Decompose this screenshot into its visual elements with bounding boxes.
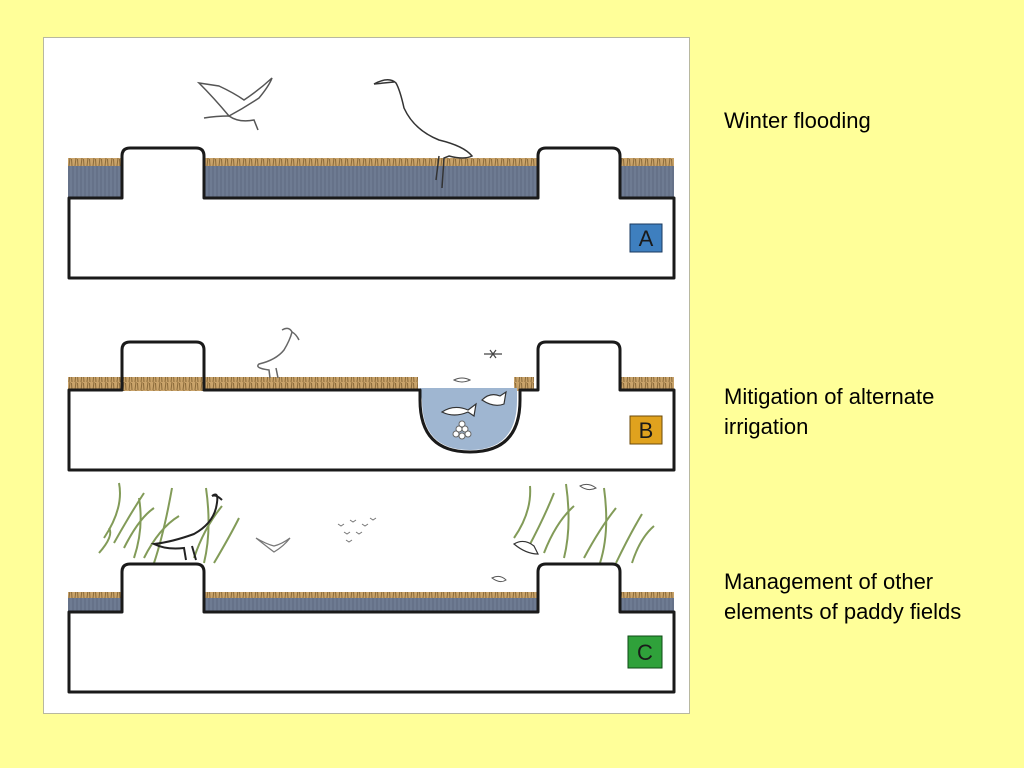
stubble-strip-b-left: [68, 377, 418, 391]
egret-icon: [255, 537, 291, 553]
panel-a-badge: [629, 223, 663, 253]
soil-profile-c: [67, 562, 676, 694]
panel-a-label: A: [639, 226, 654, 251]
bird-flock-icon: [337, 517, 377, 543]
paddy-diagram-panel: A: [43, 37, 690, 714]
soil-profile-a: [67, 146, 676, 280]
fish-icon: [452, 377, 472, 383]
paddy-diagram: A: [67, 77, 676, 694]
soil-profile-b: [67, 340, 676, 472]
egret-icon: [373, 79, 474, 189]
stubble-strip-a: [68, 158, 674, 166]
panel-b-label: B: [639, 418, 654, 443]
grass-tuft-icon: [98, 482, 240, 564]
caption-alternate-irrigation: Mitigation of alternate irrigation: [724, 384, 935, 439]
panel-c-badge: [627, 635, 663, 669]
caption-other-elements: Management of other elements of paddy fi…: [724, 569, 962, 624]
frog-icon: [512, 540, 539, 555]
stubble-strip-c: [68, 592, 674, 598]
ibis-icon: [257, 327, 300, 379]
panel-b: B: [67, 327, 676, 472]
egret-icon: [491, 483, 597, 583]
stubble-strip-b-mid: [514, 377, 534, 391]
stubble-strip-b-right: [620, 377, 674, 391]
egret-icon: [196, 77, 273, 131]
panel-a: A: [67, 77, 676, 280]
panel-b-badge: [629, 415, 663, 445]
frog-icon: [481, 390, 507, 406]
panel-c: C: [67, 482, 676, 694]
dragonfly-icon: [484, 349, 502, 359]
caption-winter-flooding: Winter flooding: [724, 108, 871, 133]
ibis-icon: [150, 493, 223, 561]
fish-icon: [440, 402, 477, 418]
panel-c-label: C: [637, 640, 653, 665]
frog-spawn-icon: [452, 420, 472, 440]
flood-water-c: [68, 594, 674, 612]
